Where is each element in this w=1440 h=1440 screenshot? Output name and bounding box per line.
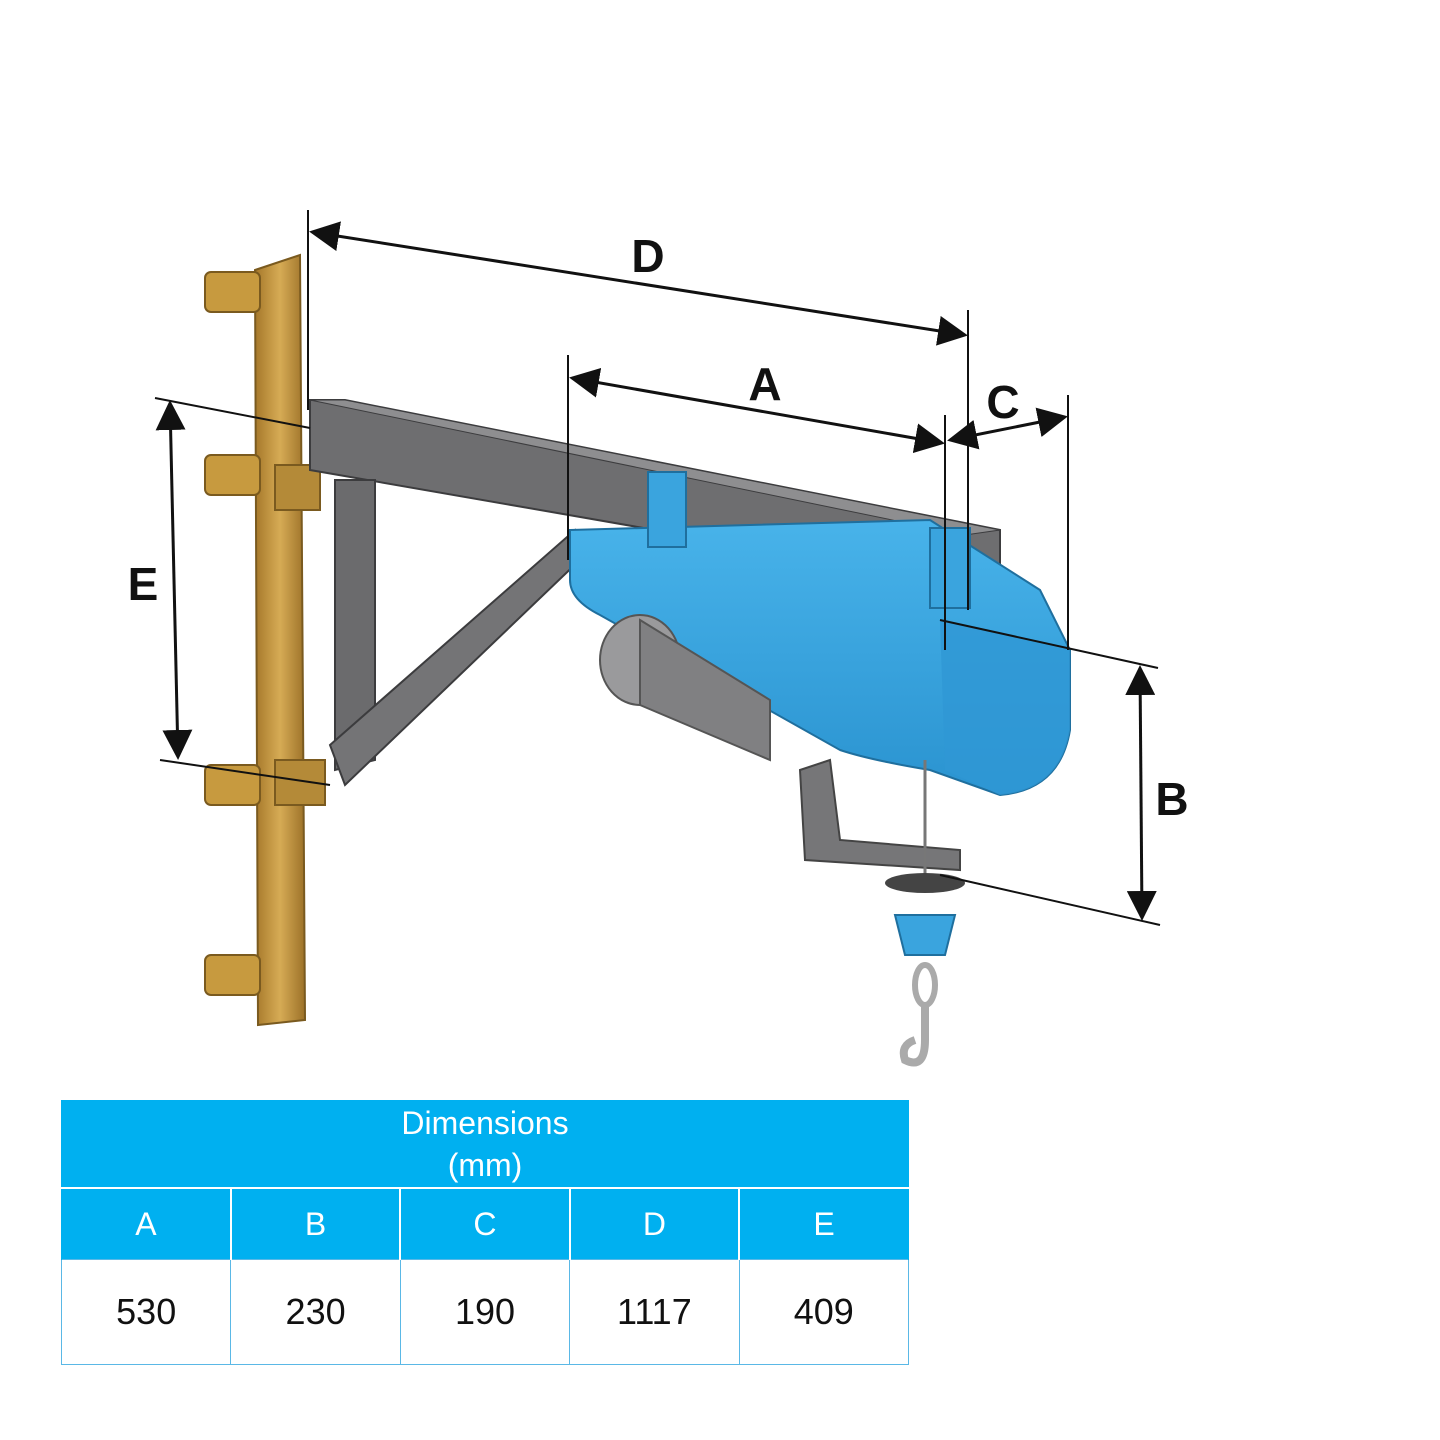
wall-clamp [204, 764, 261, 806]
column-header: C [399, 1187, 571, 1260]
beam-clamp [647, 471, 687, 548]
dimension-d-label: D [631, 230, 664, 282]
vertical-strut [334, 479, 376, 772]
column-header: A [60, 1187, 232, 1260]
table-unit-text: (mm) [447, 1147, 523, 1183]
dimension-b: B [939, 619, 1189, 926]
hook-block [893, 914, 957, 956]
table-row: 530 230 190 1117 409 [60, 1259, 910, 1365]
beam-clamp [929, 527, 971, 609]
column-header: E [738, 1187, 910, 1260]
dimension-d: D [307, 210, 969, 610]
dimensions-table: Dimensions (mm) A B C D E 530 230 190 11… [60, 1100, 910, 1365]
table-title-row: Dimensions (mm) [61, 1100, 909, 1189]
dimension-a: A [567, 355, 946, 650]
table-cell: 1117 [569, 1259, 740, 1365]
table-cell: 530 [60, 1259, 232, 1365]
wall-column [204, 253, 326, 1027]
dimension-e-label: E [128, 558, 159, 610]
table-cell: 230 [230, 1259, 401, 1365]
table-header-row: A B C D E [60, 1187, 910, 1260]
hoist-bracket-diagram: D A C E B [128, 210, 1189, 1067]
table-cell: 409 [738, 1259, 910, 1365]
dimension-c-label: C [986, 376, 1019, 428]
hook-assembly [798, 758, 965, 1067]
column-header: B [229, 1187, 402, 1260]
table-title: Dimensions (mm) [61, 1100, 909, 1189]
hook-icon [899, 1005, 929, 1067]
table-title-text: Dimensions [401, 1105, 569, 1141]
wall-clamp [204, 454, 261, 496]
wall-clamp [204, 271, 261, 313]
pulley [885, 873, 965, 893]
dimension-b-label: B [1155, 773, 1188, 825]
table-cell: 190 [399, 1259, 571, 1365]
dimension-e: E [128, 397, 331, 786]
column-header: D [568, 1187, 741, 1260]
wall-clamp [204, 954, 261, 996]
dimension-a-label: A [748, 358, 781, 410]
dimension-c: C [947, 376, 1069, 650]
